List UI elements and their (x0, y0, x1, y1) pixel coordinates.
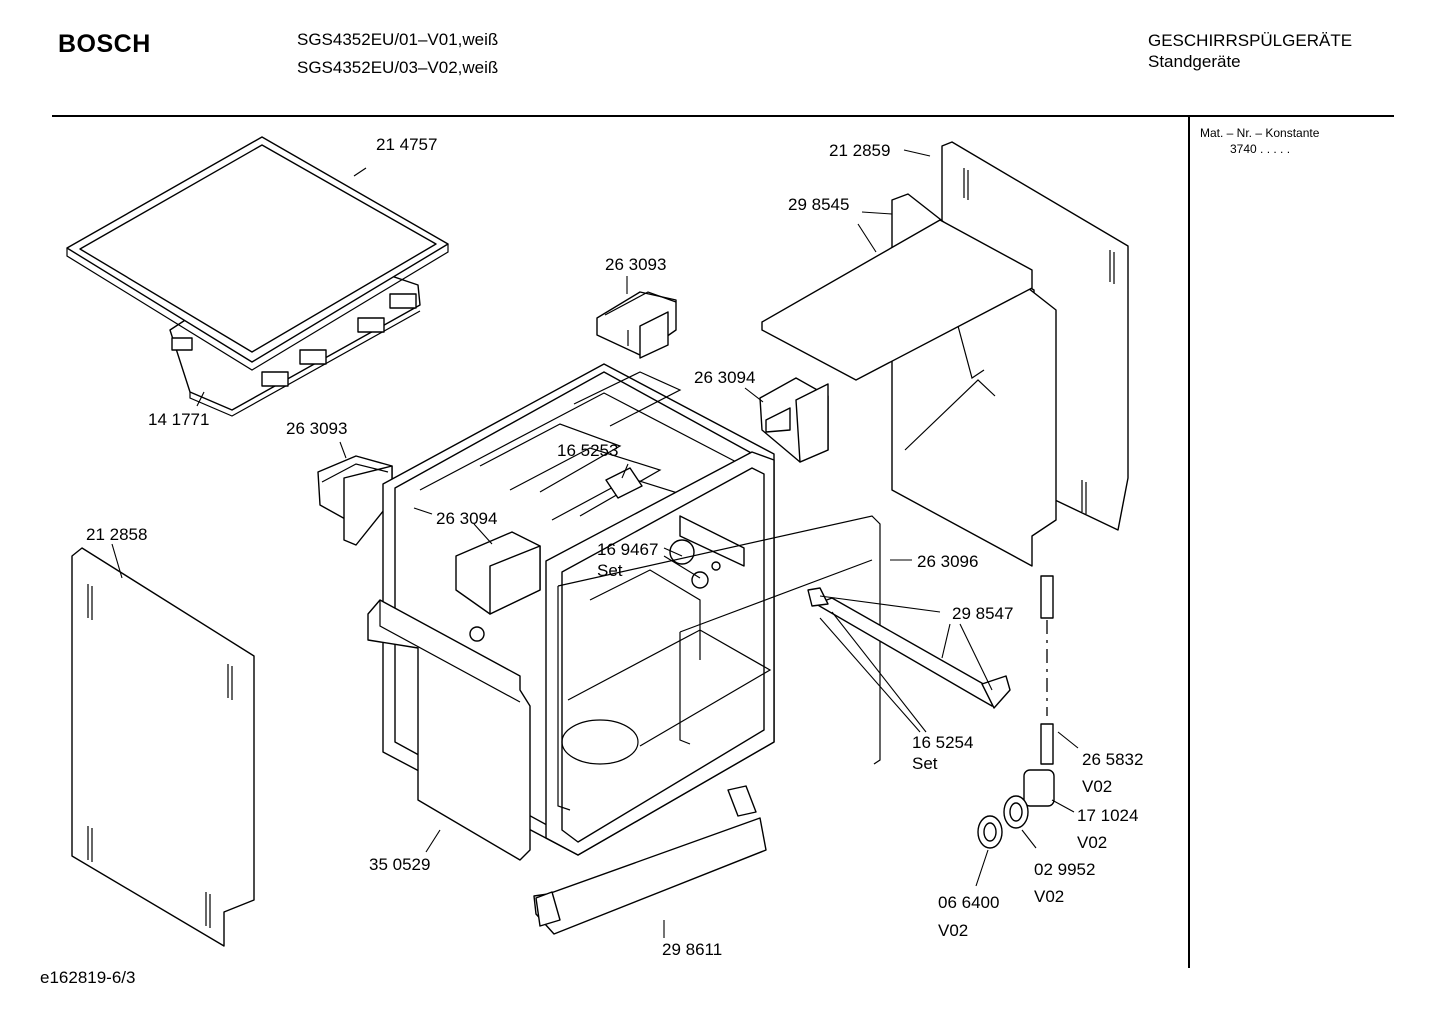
side-panel-left (71, 547, 255, 947)
label-066400: 06 6400 (938, 893, 999, 912)
brand-logo: BOSCH (58, 30, 151, 58)
label-350529: 35 0529 (369, 855, 430, 874)
label-263093-top: 26 3093 (605, 255, 666, 274)
sidebar-title: Mat. – Nr. – Konstante (1200, 126, 1320, 140)
label-298611: 29 8611 (662, 940, 722, 959)
clip-part-left (317, 455, 393, 546)
label-263094-inner: 26 3094 (436, 509, 497, 528)
label-212859: 21 2859 (829, 141, 890, 160)
category-title: GESCHIRRSPÜLGERÄTE (1148, 31, 1353, 50)
worktop-part (66, 136, 449, 417)
label-165254: 16 5254 (912, 733, 973, 752)
label-066400-v02: V02 (938, 921, 968, 940)
label-165254-set: Set (912, 754, 938, 773)
label-169467: 16 9467 (597, 540, 658, 559)
label-165253: 16 5253 (557, 441, 618, 460)
bracket-part-inner (455, 531, 541, 642)
label-029952-v02: V02 (1034, 887, 1064, 906)
label-212858: 21 2858 (86, 525, 147, 544)
leader-lines (111, 149, 1079, 938)
rear-panel-part (761, 193, 1057, 567)
label-171024: 17 1024 (1077, 806, 1138, 825)
label-169467-set: Set (597, 561, 623, 580)
subcategory-title: Standgeräte (1148, 52, 1241, 71)
label-298547: 29 8547 (952, 604, 1013, 623)
label-029952: 02 9952 (1034, 860, 1095, 879)
sidebar-value: 3740 . . . . . (1230, 142, 1291, 156)
base-rail-part (533, 785, 767, 935)
label-265832-v02: V02 (1082, 777, 1112, 796)
label-141771: 14 1771 (148, 410, 209, 429)
drawing-id: e162819-6/3 (40, 968, 136, 987)
label-298545: 29 8545 (788, 195, 849, 214)
bracket-part-right (759, 377, 829, 463)
label-263096: 26 3096 (917, 552, 978, 571)
label-214757: 21 4757 (376, 135, 437, 154)
label-265832: 26 5832 (1082, 750, 1143, 769)
door-seal-part (557, 515, 881, 811)
model-line-1: SGS4352EU/01–V01,weiß (297, 30, 499, 49)
model-line-2: SGS4352EU/03–V02,weiß (297, 58, 499, 77)
label-263094-right: 26 3094 (694, 368, 755, 387)
front-panel-part (367, 599, 531, 861)
drain-assembly (977, 575, 1055, 849)
clip-part-top (596, 291, 677, 359)
label-263093-left: 26 3093 (286, 419, 347, 438)
label-171024-v02: V02 (1077, 833, 1107, 852)
